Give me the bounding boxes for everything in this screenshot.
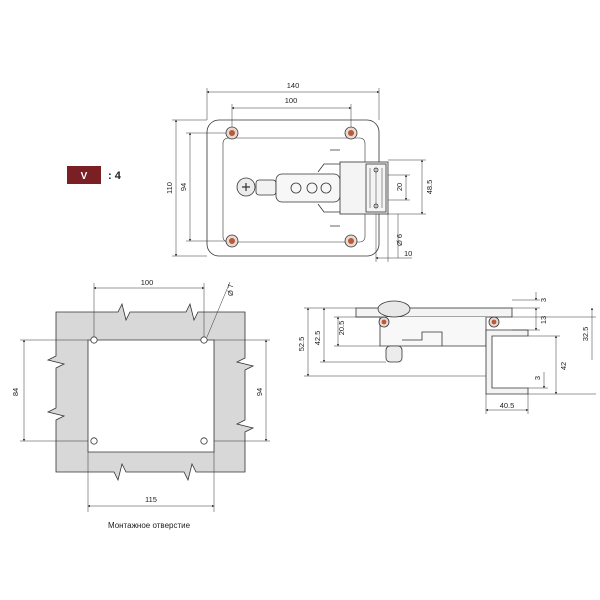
label-10: 10 xyxy=(404,249,412,258)
side-body xyxy=(379,317,487,347)
mount-hole-tl xyxy=(90,336,98,344)
corner-screws xyxy=(225,126,358,248)
mount-hole-tr xyxy=(200,336,208,344)
badge-letter: V xyxy=(81,171,88,182)
side-view-labels: 3 13 32.5 20.5 42.5 52.5 3 42 40.5 xyxy=(297,298,590,410)
hinge-block xyxy=(330,149,389,227)
side-view xyxy=(304,292,596,414)
label-52-5: 52.5 xyxy=(297,337,306,352)
label-100-top: 100 xyxy=(285,96,298,105)
label-20-top: 20 xyxy=(395,183,404,191)
label-32-5: 32.5 xyxy=(581,327,590,342)
top-view xyxy=(172,88,426,262)
badge-box xyxy=(67,166,101,184)
badge-ratio: : 4 xyxy=(108,170,122,182)
cutout-view xyxy=(20,281,270,512)
label-94-cutout: 94 xyxy=(255,388,264,396)
label-20-5: 20.5 xyxy=(337,321,346,336)
label-3-bottom: 3 xyxy=(533,376,542,380)
mount-hole-br xyxy=(200,437,208,445)
top-view-labels: 140 100 110 94 48.5 20 Ø 6 10 xyxy=(165,81,434,258)
label-100-cutout: 100 xyxy=(141,278,154,287)
label-d7: Ø 7 xyxy=(226,284,235,296)
label-115: 115 xyxy=(145,495,157,504)
label-d6: Ø 6 xyxy=(395,234,404,246)
panel-plate xyxy=(46,302,255,482)
mount-hole-bl xyxy=(90,437,98,445)
label-3-top: 3 xyxy=(539,298,548,302)
label-140: 140 xyxy=(287,81,300,90)
cutout-caption: Монтажное отверстие xyxy=(108,521,191,530)
label-40-5: 40.5 xyxy=(500,401,515,410)
label-13: 13 xyxy=(539,316,548,324)
label-48-5: 48.5 xyxy=(425,180,434,195)
side-bracket xyxy=(485,329,529,395)
scale-badge: V : 4 xyxy=(67,166,122,184)
label-84: 84 xyxy=(11,388,20,396)
cutout-view-labels: 100 Ø 7 84 94 115 Монтажное отверстие xyxy=(11,278,264,530)
label-94-top: 94 xyxy=(179,183,188,191)
label-110: 110 xyxy=(165,182,174,194)
label-42: 42 xyxy=(559,362,568,370)
side-knob xyxy=(377,300,500,363)
label-42-5: 42.5 xyxy=(313,331,322,346)
t-handle xyxy=(236,163,343,213)
